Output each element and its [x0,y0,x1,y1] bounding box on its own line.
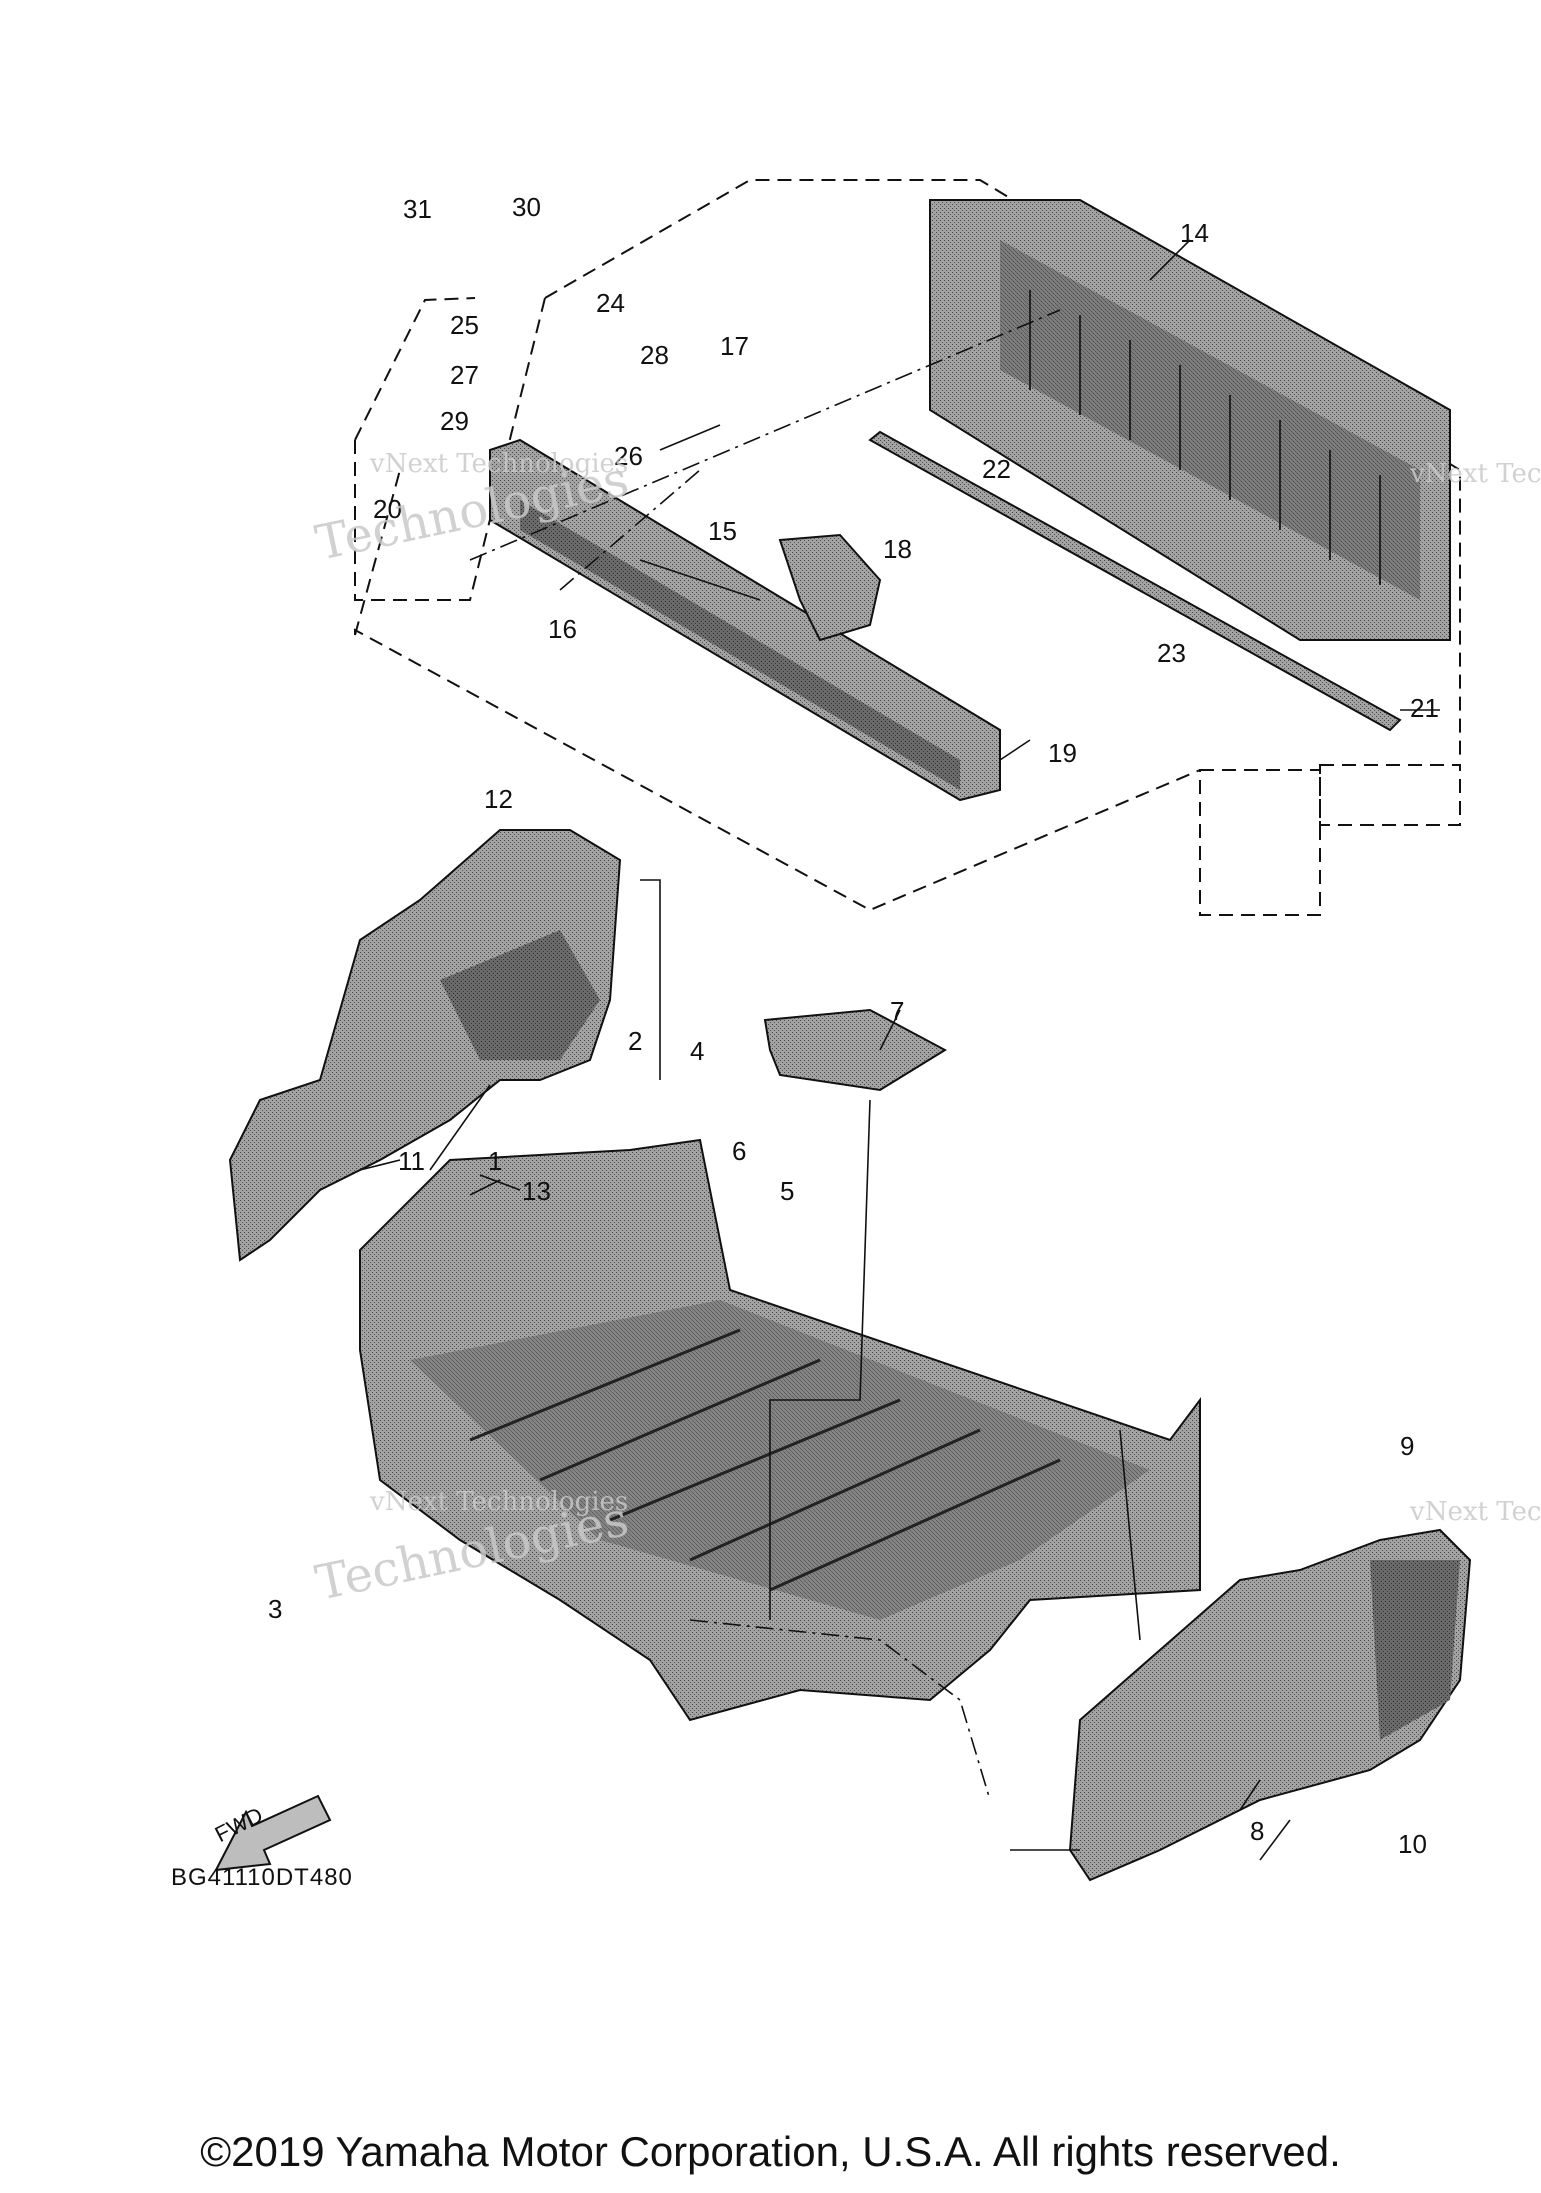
callout-2: 2 [628,1026,642,1056]
callout-4: 4 [690,1036,704,1066]
callout-labels: 1 2 3 4 5 6 7 8 9 10 11 12 13 14 15 16 1… [268,192,1439,1859]
callout-28: 28 [640,340,669,370]
group-outlines [354,179,1461,916]
watermark-line: vNext Technologies [369,449,628,479]
callout-22: 22 [982,454,1011,484]
callout-25: 25 [450,310,479,340]
callout-6: 6 [732,1136,746,1166]
callout-5: 5 [780,1176,794,1206]
callout-8: 8 [1250,1816,1264,1846]
callout-26: 26 [614,441,643,471]
copyright-notice: ©2019 Yamaha Motor Corporation, U.S.A. A… [200,2128,1341,2175]
callout-1: 1 [488,1146,502,1176]
callout-20: 20 [373,494,402,524]
callout-24: 24 [596,288,625,318]
callout-12: 12 [484,784,513,814]
callout-30: 30 [512,192,541,222]
cargo-bed [359,1138,1201,1722]
callout-27: 27 [450,360,479,390]
dash-dot-lines [469,309,1061,1801]
watermark-line: vNext Technologies [1409,459,1541,489]
callout-18: 18 [883,534,912,564]
forward-arrow-icon [214,1794,332,1872]
callout-9: 9 [1400,1431,1414,1461]
callout-13: 13 [522,1176,551,1206]
bed-side-panel-left [228,829,622,1262]
callout-16: 16 [548,614,577,644]
callout-23: 23 [1157,638,1186,668]
diagram-reference-code: BG41110DT480 [171,1864,353,1891]
callout-11: 11 [398,1146,425,1176]
callout-10: 10 [1398,1829,1427,1859]
leader-lines [359,239,1440,1861]
callout-7: 7 [890,996,904,1026]
callout-17: 17 [720,331,749,361]
watermark-line: vNext Technologies [369,1487,628,1517]
latch-assembly [778,533,882,642]
callout-21: 21 [1410,693,1439,723]
tailgate-rod [868,430,1402,732]
watermark-line: vNext Technologies [1409,1497,1541,1527]
bed-mat [763,1008,948,1092]
callout-15: 15 [708,516,737,546]
callout-31: 31 [403,194,432,224]
callout-14: 14 [1180,218,1209,248]
bed-side-panel-right [1068,1528,1472,1882]
callout-19: 19 [1048,738,1077,768]
callout-3: 3 [268,1594,282,1624]
tailgate-frame [489,438,1001,802]
tailgate-panel [929,199,1451,641]
callout-29: 29 [440,406,469,436]
